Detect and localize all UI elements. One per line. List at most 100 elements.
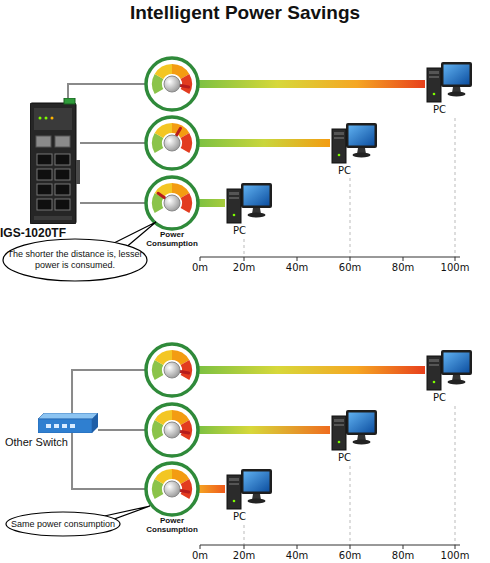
monitor-screen [349,126,375,146]
drive-bay [334,132,344,135]
power-bar [198,199,225,207]
power-gauge [146,463,198,515]
pc-tower [427,68,441,102]
drive-bay [429,364,439,366]
rj45-port [55,199,70,210]
power-bar [198,139,330,147]
gauge-caption: Power Consumption [142,230,202,248]
pc-tower [227,189,241,223]
switch-device-shape [30,98,80,224]
switch-port [62,424,67,428]
distance-guide [350,466,351,545]
gauge-dial [146,344,198,396]
drive-bay [229,197,239,199]
switch-port [54,424,59,428]
monitor-base [448,380,466,385]
callout-bubble: The shorter the distance is, lesser powe… [2,238,148,282]
gauge-dial [146,404,198,456]
pc-node-shape [330,121,378,165]
node-label: PC [338,452,351,463]
drive-bay [334,419,344,422]
axis-label: 80m [383,550,423,561]
drive-bay [429,71,439,74]
node-label: PC [433,392,446,403]
axis-tick [200,545,201,549]
gauge-knob [164,422,180,438]
pc-node-shape [425,348,473,392]
axis-tick [350,257,351,261]
monitor-screen [444,65,470,85]
monitor-frame [346,123,377,148]
distance-guide [244,525,245,545]
pc-node: PC [425,348,473,392]
axis-line [200,545,460,546]
monitor-frame [241,469,272,494]
switch-device: Other Switch [38,413,98,433]
power-led [338,441,341,444]
node-label: PC [233,225,246,236]
axis-tick [297,257,298,261]
pc-node-shape [225,181,273,225]
distance-guide [455,118,456,257]
switch-device: IGS-1020TF [30,98,80,224]
network-cable [72,370,425,413]
gauge-knob [164,76,180,92]
sfp-port [36,136,51,147]
node-label: IGS-1020TF [0,226,66,240]
callout-bubble: Same power consumption [5,511,121,537]
power-bar [198,426,330,434]
axis-tick [403,257,404,261]
power-gauge [146,58,198,110]
power-led [433,381,436,384]
rj45-port [55,169,70,180]
drive-bay [429,76,439,78]
power-gauge [146,404,198,456]
power-led [433,93,436,96]
gauge-knob [164,481,180,497]
pc-node: PC [425,60,473,104]
axis-label: 0m [180,550,220,561]
monitor-screen [244,472,270,492]
axis-line [200,257,460,258]
axis-tick [403,545,404,549]
callout-text: The shorter the distance is, lesser powe… [2,238,148,282]
axis-label: 20m [224,262,264,273]
axis-tick [455,545,456,549]
monitor-screen [444,353,470,373]
status-led [39,117,42,120]
monitor-frame [441,350,472,375]
power-led [233,214,236,217]
drive-bay [229,478,239,481]
monitor-base [353,153,371,158]
distance-axis [200,257,460,549]
axis-label: 100m [435,262,475,273]
axis-tick [244,545,245,549]
switch-front [38,419,92,433]
axis-label: 40m [277,262,317,273]
bottom-strip [34,216,72,220]
rj45-port [37,184,52,195]
monitor-base [248,213,266,218]
pc-node: PC [225,181,273,225]
gauge-knob [164,135,180,151]
switch-side [92,413,98,433]
drive-bay [229,483,239,485]
callout-text: Same power consumption [5,511,121,537]
din-clip [76,160,80,184]
axis-tick [297,545,298,549]
connector-layer [68,84,425,489]
diagram-title: Intelligent Power Savings [0,2,490,24]
power-led [233,500,236,503]
pc-tower [332,129,346,163]
switch-port [70,424,75,428]
rj45-port [37,154,52,165]
power-gauge [146,117,198,169]
axis-label: 20m [224,550,264,561]
axis-label: 80m [383,262,423,273]
node-label: PC [233,511,246,522]
monitor-screen [349,413,375,433]
switch-port [46,424,51,428]
node-label: PC [433,104,446,115]
rj45-port [37,169,52,180]
